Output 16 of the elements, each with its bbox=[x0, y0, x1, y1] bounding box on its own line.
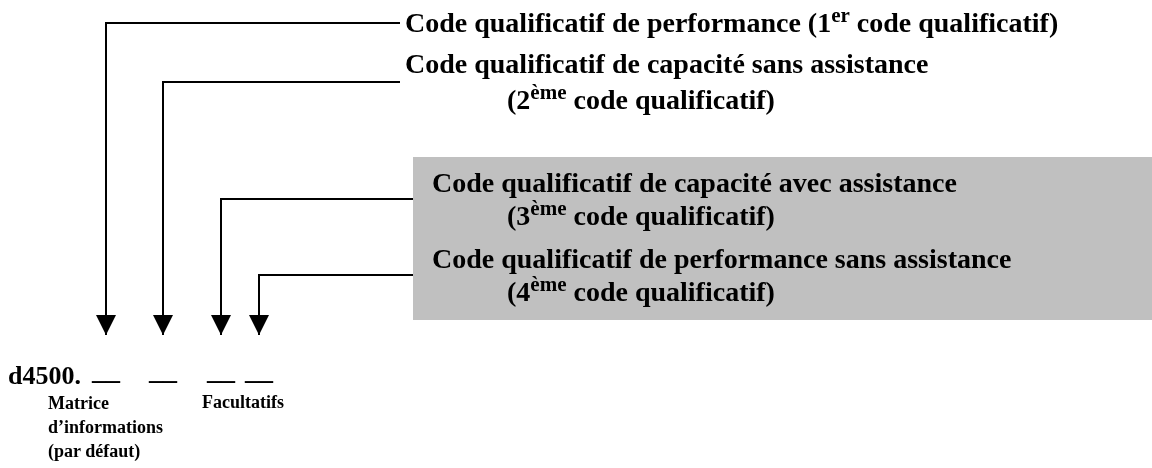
arrow bbox=[249, 274, 414, 336]
blank-slot: __ bbox=[149, 335, 177, 387]
qualifier-text: Code qualificatif de capacité sans assistance (2$^{ème}$ code qualificatif) bbox=[400, 46, 975, 118]
note-text: Matrice d’informations (par défaut) bbox=[48, 392, 164, 463]
qualifier-text: Code qualificatif de performance sans assistance (4$^{ème}$ code qualificatif) bbox=[413, 242, 1053, 308]
arrow bbox=[96, 22, 401, 336]
note-text: Facultatifs bbox=[202, 391, 284, 414]
code-text: d4500. bbox=[8, 360, 81, 392]
arrow bbox=[211, 198, 414, 336]
qualifier-text: Code qualificatif de performance (1$^{er}$ code qualificatif) bbox=[400, 6, 1140, 40]
blank-slot: __ bbox=[245, 335, 273, 387]
blank-slot: __ bbox=[92, 335, 120, 387]
shaded-panel bbox=[413, 157, 1152, 320]
blank-slot: __ bbox=[207, 335, 235, 387]
qualifier-text: Code qualificatif de capacité avec assistance (3$^{ème}$ code qualificatif) bbox=[413, 166, 1003, 232]
arrow bbox=[153, 81, 401, 336]
